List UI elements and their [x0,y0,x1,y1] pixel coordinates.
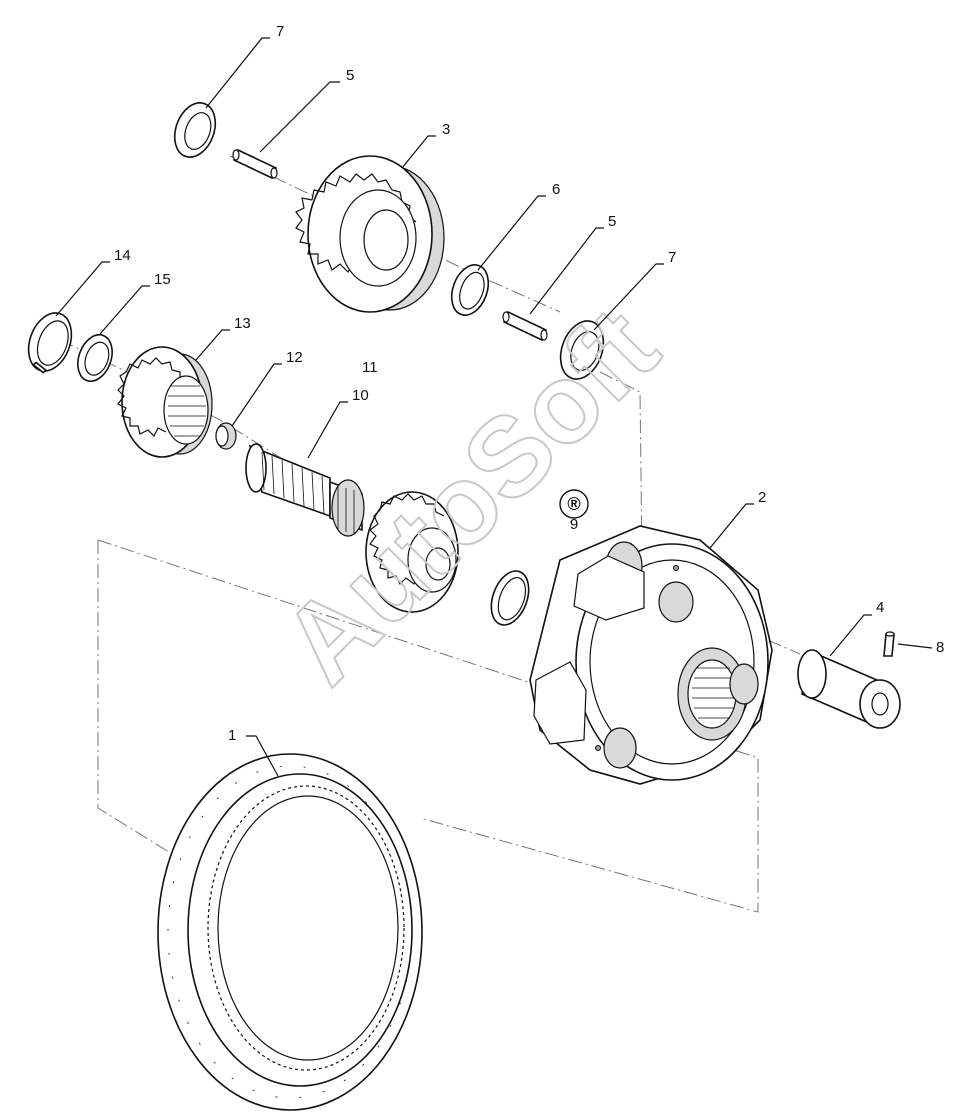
washer[interactable] [72,330,118,386]
planet-carrier[interactable] [529,525,773,785]
callout-10: 10 [352,387,369,404]
callout-7-mid: 7 [668,249,676,266]
roll-pin[interactable] [883,631,895,657]
callout-9: 9 [570,516,578,533]
callout-1: 1 [228,727,236,744]
callout-8: 8 [936,639,944,656]
callouts: 7 5 3 6 5 7 14 15 13 12 11 10 2 4 8 1 [114,23,944,744]
planet-gear-large[interactable] [295,155,445,313]
pinion-shaft[interactable] [245,443,459,613]
sun-gear-small[interactable] [117,346,213,458]
watermark-registered-mark: ® [567,494,580,514]
bushing-ring[interactable] [445,260,495,320]
thrust-washer-mid[interactable] [553,315,611,385]
leader-lines [55,37,933,777]
callout-11: 11 [362,359,378,376]
callout-2: 2 [758,489,766,506]
shaft-sleeve[interactable] [797,649,901,729]
callout-3: 3 [442,121,450,138]
callout-5-top: 5 [346,67,354,84]
callout-4: 4 [876,599,884,616]
callout-5-mid: 5 [608,213,616,230]
callout-13: 13 [234,315,251,332]
callout-15: 15 [154,271,171,288]
snap-ring[interactable] [21,307,79,378]
callout-12: 12 [286,349,303,366]
ring-gear[interactable] [157,753,423,1111]
pin-mid[interactable] [502,310,548,342]
callout-6: 6 [552,181,560,198]
thrust-washer-top[interactable] [168,97,223,163]
spacer[interactable] [215,422,237,450]
retaining-ring[interactable] [484,566,535,630]
pin-top[interactable] [232,148,278,180]
callout-14: 14 [114,247,131,264]
callout-7-top: 7 [276,23,284,40]
